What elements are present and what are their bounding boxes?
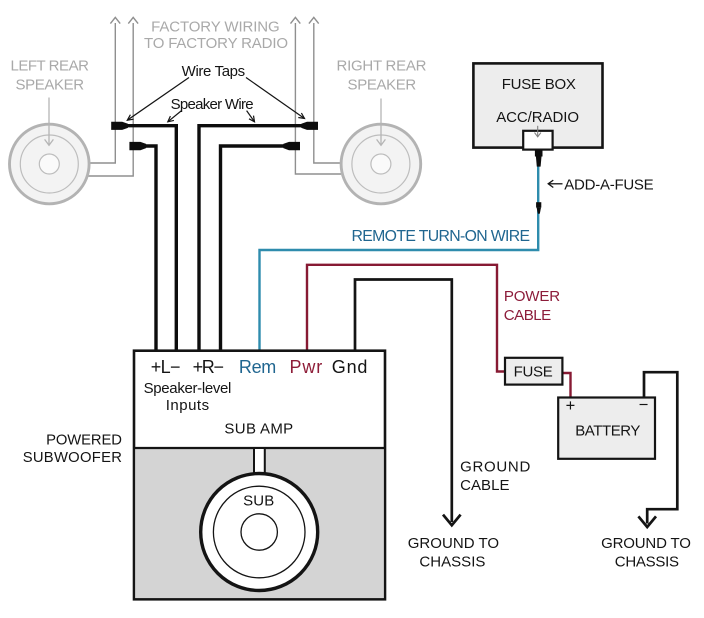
svg-text:FUSE: FUSE [514,364,553,381]
svg-text:ADD-A-FUSE: ADD-A-FUSE [564,177,653,194]
svg-text:RIGHT REAR: RIGHT REAR [337,58,427,75]
svg-text:CABLE: CABLE [504,307,551,324]
svg-text:Speaker Wire: Speaker Wire [171,96,254,113]
svg-text:Speaker-level: Speaker-level [144,380,232,397]
svg-text:ACC/RADIO: ACC/RADIO [496,109,579,126]
svg-text:TO FACTORY RADIO: TO FACTORY RADIO [144,35,288,52]
svg-text:Pwr: Pwr [290,357,323,377]
svg-text:CHASSIS: CHASSIS [419,553,485,570]
svg-text:Wire Taps: Wire Taps [182,63,246,80]
svg-text:FACTORY WIRING: FACTORY WIRING [151,19,280,36]
svg-text:SUB: SUB [243,493,274,510]
svg-text:−: − [639,396,649,414]
svg-text:GROUND TO: GROUND TO [408,535,499,552]
svg-text:SUBWOOFER: SUBWOOFER [23,450,122,466]
svg-text:Rem: Rem [239,357,276,377]
svg-text:+L−: +L− [151,357,181,377]
svg-text:GROUND TO: GROUND TO [601,535,691,552]
svg-text:CHASSIS: CHASSIS [615,553,679,570]
svg-text:SUB AMP: SUB AMP [224,420,293,437]
svg-text:SPEAKER: SPEAKER [15,76,84,93]
svg-text:Gnd: Gnd [332,357,368,377]
svg-text:SPEAKER: SPEAKER [348,76,417,93]
svg-text:POWERED: POWERED [46,433,122,449]
svg-text:+: + [566,397,576,415]
svg-text:Inputs: Inputs [166,397,209,414]
svg-text:BATTERY: BATTERY [575,422,640,439]
svg-text:REMOTE TURN-ON WIRE: REMOTE TURN-ON WIRE [352,228,531,245]
svg-text:FUSE BOX: FUSE BOX [502,76,576,93]
svg-text:POWER: POWER [504,288,560,305]
svg-text:GROUND: GROUND [460,458,530,475]
svg-text:+R−: +R− [193,357,224,377]
svg-text:CABLE: CABLE [460,477,509,494]
svg-text:LEFT REAR: LEFT REAR [10,58,89,75]
